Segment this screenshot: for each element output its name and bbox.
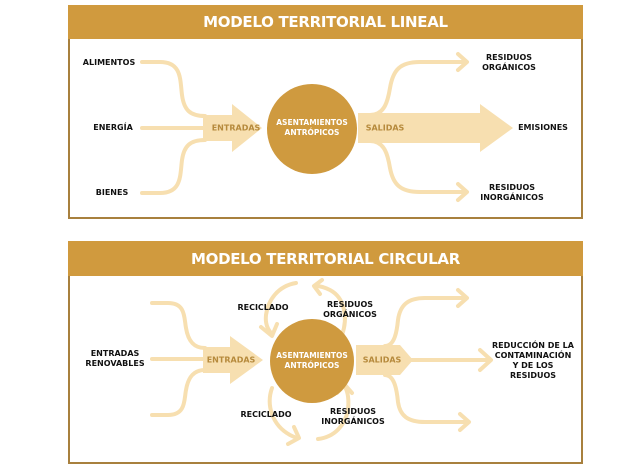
circular-salidas-arrow: [356, 345, 413, 375]
center-label-line1: ASENTAMIENTOS: [276, 118, 348, 127]
input-label-entradas-renovables: ENTRADAS RENOVABLES: [85, 349, 144, 369]
loop-label-line1: RESIDUOS: [329, 407, 377, 416]
circular-output-branch-top: [383, 296, 468, 348]
circular-center-label: ASENTAMIENTOS ANTRÓPICOS: [276, 351, 348, 371]
output-label-inorganicos: RESIDUOS INORGÁNICOS: [480, 183, 544, 203]
input-label-line2: RENOVABLES: [85, 359, 145, 368]
output-label-line1: REDUCCIÓN DE LA: [492, 341, 574, 350]
output-label-line4: RESIDUOS: [509, 371, 557, 380]
circular-input-line-bottom: [150, 368, 207, 417]
output-label-line3: Y DE LOS: [512, 361, 554, 370]
output-branch-inorganicos: [368, 139, 468, 194]
input-label-energia: ENERGÍA: [93, 123, 133, 132]
output-label-line2: ORGÁNICOS: [482, 63, 536, 72]
loop-label-reciclado-top: RECICLADO: [237, 303, 289, 312]
output-label-line2: CONTAMINACIÓN: [494, 351, 572, 360]
circular-center-circle: [270, 319, 354, 403]
center-label-line2: ANTRÓPICOS: [284, 361, 340, 370]
loop-residuos-organicos-arrowhead: [312, 278, 324, 296]
output-label-line1: RESIDUOS: [488, 183, 536, 192]
center-label-line2: ANTRÓPICOS: [284, 128, 340, 137]
linear-center-label: ASENTAMIENTOS ANTRÓPICOS: [276, 118, 348, 138]
output-label-emisiones: EMISIONES: [518, 123, 568, 132]
circular-input-line-top: [150, 301, 207, 350]
output-label-line2: INORGÁNICOS: [480, 193, 544, 202]
linear-model-title: MODELO TERRITORIAL LINEAL: [68, 5, 583, 39]
input-label-line1: ENTRADAS: [90, 349, 140, 358]
output-arrowhead-inorganicos: [456, 182, 469, 202]
output-label-line1: RESIDUOS: [485, 53, 533, 62]
output-label-reduccion: REDUCCIÓN DE LA CONTAMINACIÓN Y DE LOS R…: [492, 341, 574, 381]
circular-model-title: MODELO TERRITORIAL CIRCULAR: [68, 241, 583, 276]
circular-entradas-arrow: [203, 336, 263, 384]
loop-label-line2: ORGÁNICOS: [323, 310, 377, 319]
loop-label-line2: INORGÁNICOS: [321, 417, 385, 426]
output-arrowhead-organicos: [456, 52, 469, 72]
loop-reciclado-bottom-arrowhead: [286, 425, 301, 446]
loop-label-line1: RESIDUOS: [326, 300, 374, 309]
loop-residuos-organicos: [314, 284, 347, 337]
salidas-arrow: [358, 104, 513, 152]
circular-entradas-label: ENTRADAS: [206, 355, 256, 365]
loop-residuos-inorganicos: [316, 385, 351, 441]
loop-label-residuos-organicos: RESIDUOS ORGÁNICOS: [323, 300, 377, 320]
circular-output-arrowhead-top: [456, 288, 469, 308]
salidas-label: SALIDAS: [365, 123, 405, 133]
loop-label-residuos-inorganicos: RESIDUOS INORGÁNICOS: [321, 407, 385, 427]
loop-reciclado-top: [263, 281, 298, 336]
output-label-organicos: RESIDUOS ORGÁNICOS: [482, 53, 536, 73]
entradas-arrow: [203, 104, 262, 152]
circular-output-arrowhead-bottom: [458, 412, 471, 432]
input-line-alimentos: [140, 60, 207, 118]
input-label-alimentos: ALIMENTOS: [82, 58, 136, 67]
loop-reciclado-top-arrowhead: [259, 322, 279, 338]
circular-salidas-label: SALIDAS: [362, 355, 402, 365]
linear-center-circle: [267, 84, 357, 174]
circular-output-branch-bottom: [383, 373, 470, 424]
loop-label-reciclado-bottom: RECICLADO: [240, 410, 292, 419]
input-line-bienes: [140, 138, 207, 195]
circular-output-arrowhead-middle: [478, 348, 493, 372]
input-label-bienes: BIENES: [95, 188, 129, 197]
output-branch-organicos: [368, 60, 468, 117]
entradas-label: ENTRADAS: [211, 123, 261, 133]
center-label-line1: ASENTAMIENTOS: [276, 351, 348, 360]
